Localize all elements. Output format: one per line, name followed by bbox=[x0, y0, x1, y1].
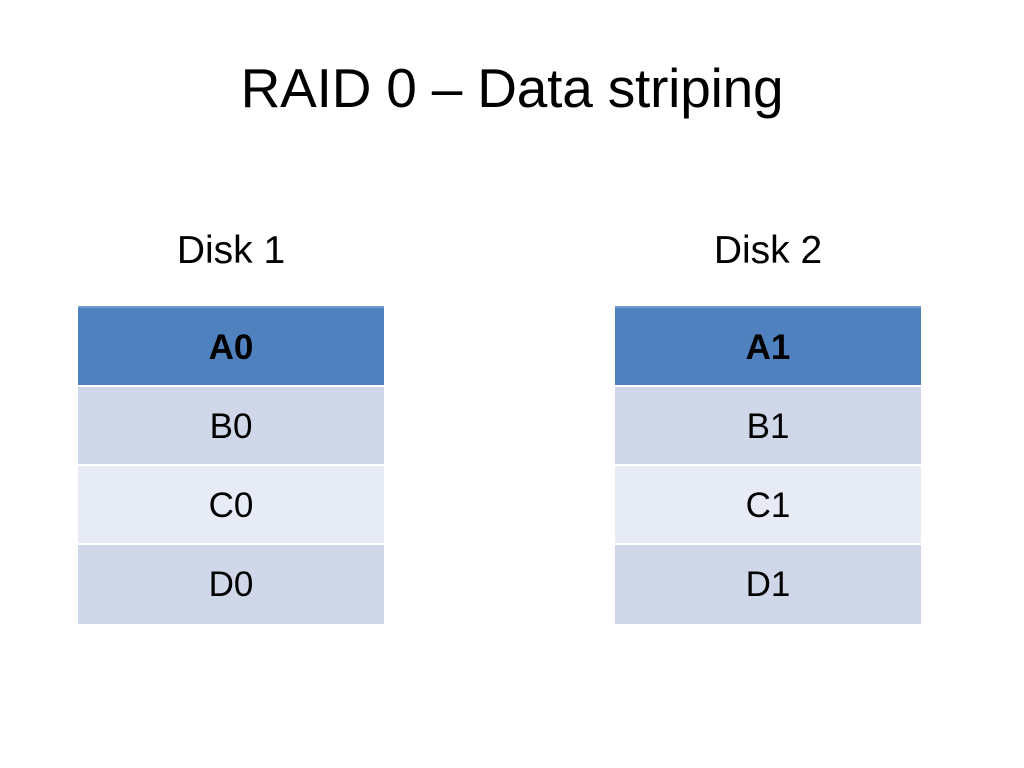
disk-1-cell-d0: D0 bbox=[78, 544, 384, 624]
disk-2-label: Disk 2 bbox=[713, 229, 823, 272]
page-title: RAID 0 – Data striping bbox=[240, 57, 784, 119]
disk-2-cell-a1: A1 bbox=[615, 305, 921, 387]
table-row: B1 bbox=[615, 386, 921, 466]
table-row: A0 bbox=[78, 305, 384, 387]
disk-2-table: A1 B1 C1 D1 bbox=[615, 305, 921, 624]
disk-2-cell-b1: B1 bbox=[615, 386, 921, 466]
table-row: C1 bbox=[615, 465, 921, 545]
disk-group-1: Disk 1 A0 B0 C0 D0 bbox=[78, 229, 384, 624]
disk-1-cell-a0: A0 bbox=[78, 305, 384, 387]
table-row: D1 bbox=[615, 544, 921, 624]
disk-1-table: A0 B0 C0 D0 bbox=[78, 305, 384, 624]
disk-2-cell-d1: D1 bbox=[615, 544, 921, 624]
disk-1-label: Disk 1 bbox=[176, 229, 286, 272]
disk-2-cell-c1: C1 bbox=[615, 465, 921, 545]
disk-group-2: Disk 2 A1 B1 C1 D1 bbox=[615, 229, 921, 624]
disk-1-cell-c0: C0 bbox=[78, 465, 384, 545]
table-row: B0 bbox=[78, 386, 384, 466]
table-row: D0 bbox=[78, 544, 384, 624]
table-row: A1 bbox=[615, 305, 921, 387]
disk-1-cell-b0: B0 bbox=[78, 386, 384, 466]
table-row: C0 bbox=[78, 465, 384, 545]
